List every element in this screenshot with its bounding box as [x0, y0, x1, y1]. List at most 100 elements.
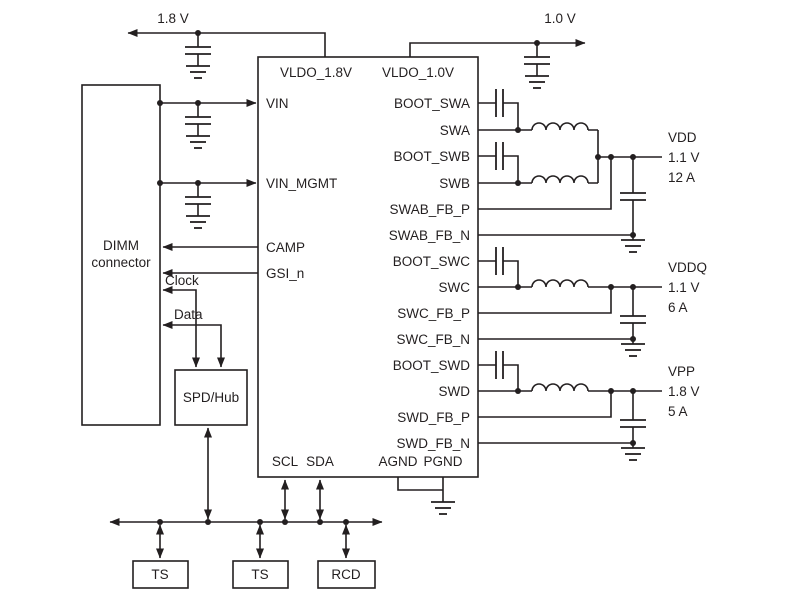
- junction-dot: [630, 232, 636, 238]
- sideband-bus: [109, 479, 383, 559]
- ts2-label: TS: [251, 567, 268, 582]
- pin-boot-swc: BOOT_SWC: [393, 254, 471, 269]
- boot-swa-wire: [478, 102, 519, 130]
- boot-capacitor-icon: [495, 246, 504, 276]
- pin-swd-fb-n: SWD_FB_N: [396, 436, 470, 451]
- pin-swab-fb-p: SWAB_FB_P: [389, 202, 470, 217]
- vpp-voltage: 1.8 V: [668, 384, 700, 399]
- rail-1v8-label: 1.8 V: [157, 11, 189, 26]
- ground-icon: [524, 75, 550, 89]
- inductor-icon: [531, 175, 589, 184]
- boot-swd-wire: [478, 364, 519, 391]
- capacitor-icon: [619, 192, 647, 201]
- junction-dot: [515, 284, 521, 290]
- rail-1v8-wire: [127, 29, 326, 57]
- vpp-name: VPP: [668, 364, 695, 379]
- spd-hub-block: SPD/Hub: [174, 369, 248, 520]
- pin-pgnd: PGND: [423, 454, 462, 469]
- data-wire: Data: [162, 307, 225, 368]
- ground-icon: [620, 239, 646, 253]
- ground-icon: [185, 215, 211, 229]
- ground-icon: [430, 501, 456, 515]
- boot-swc-wire: [478, 260, 519, 287]
- vdd-name: VDD: [668, 130, 697, 145]
- junction-dot: [515, 388, 521, 394]
- pin-swab-fb-n: SWAB_FB_N: [389, 228, 470, 243]
- pin-camp: CAMP: [266, 240, 305, 255]
- clock-label: Clock: [165, 273, 199, 288]
- capacitor-icon: [619, 315, 647, 324]
- pin-swa: SWA: [440, 123, 470, 138]
- rail-1v0-wire: [409, 39, 586, 57]
- boot-capacitor-icon: [495, 88, 504, 118]
- pin-vin: VIN: [266, 96, 289, 111]
- vddq-name: VDDQ: [668, 260, 707, 275]
- spd-outline: [174, 369, 248, 426]
- dimm-outline: [81, 84, 161, 426]
- pin-vldo18: VLDO_1.8V: [280, 65, 352, 80]
- swc-fb-p-wire: [478, 287, 612, 314]
- rail-1v0-label: 1.0 V: [544, 11, 576, 26]
- data-label: Data: [174, 307, 203, 322]
- pin-gsin: GSI_n: [266, 266, 304, 281]
- vin-wire: [157, 99, 257, 149]
- junction-dot: [515, 127, 521, 133]
- ts1-block: TS: [132, 560, 189, 589]
- ground-icon: [185, 65, 211, 79]
- ts2-outline: [232, 560, 289, 589]
- vpp-rail-circuit: VPP 1.8 V 5 A: [478, 350, 700, 461]
- ts1-label: TS: [151, 567, 168, 582]
- pin-swc-fb-n: SWC_FB_N: [396, 332, 470, 347]
- ground-icon: [620, 447, 646, 461]
- pin-swd: SWD: [439, 384, 471, 399]
- pmic-block: VLDO_1.8V VLDO_1.0V VIN VIN_MGMT CAMP GS…: [257, 56, 479, 478]
- inductor-icon: [531, 383, 589, 392]
- ground-icon: [620, 343, 646, 357]
- pin-boot-swa: BOOT_SWA: [394, 96, 470, 111]
- dimm-label-1: DIMM: [103, 238, 139, 253]
- junction-dot: [282, 519, 288, 525]
- junction-dot: [608, 284, 614, 290]
- junction-dot: [630, 440, 636, 446]
- pin-vinmgmt: VIN_MGMT: [266, 176, 337, 191]
- ts2-block: TS: [232, 560, 289, 589]
- junction-dot: [343, 519, 349, 525]
- junction-dot: [317, 519, 323, 525]
- vdd-rail-circuit: VDD 1.1 V 12 A: [478, 88, 700, 253]
- junction-dot: [608, 388, 614, 394]
- rcd-outline: [317, 560, 376, 589]
- junction-dot: [630, 388, 636, 394]
- inductor-icon: [531, 279, 589, 288]
- junction-dot: [630, 336, 636, 342]
- swab-fb-p-wire: [478, 157, 612, 210]
- pin-scl: SCL: [272, 454, 299, 469]
- pin-boot-swb: BOOT_SWB: [393, 149, 470, 164]
- pin-swb: SWB: [439, 176, 470, 191]
- vddq-current: 6 A: [668, 300, 688, 315]
- capacitor-icon: [523, 56, 551, 65]
- capacitor-icon: [184, 46, 212, 55]
- dimm-connector-block: DIMM connector: [81, 84, 161, 426]
- spd-label: SPD/Hub: [183, 390, 239, 405]
- capacitor-icon: [619, 419, 647, 428]
- vpp-current: 5 A: [668, 404, 688, 419]
- ground-icon: [185, 135, 211, 149]
- vddq-voltage: 1.1 V: [668, 280, 700, 295]
- rcd-block: RCD: [317, 560, 376, 589]
- agnd-pgnd-wire: [397, 477, 456, 515]
- pmic-outline: [257, 56, 479, 478]
- junction-dot: [595, 154, 601, 160]
- junction-dot: [157, 100, 163, 106]
- vddq-rail-circuit: VDDQ 1.1 V 6 A: [478, 246, 707, 357]
- pin-swd-fb-p: SWD_FB_P: [397, 410, 470, 425]
- boot-swb-wire: [478, 155, 519, 183]
- vdd-current: 12 A: [668, 170, 695, 185]
- vdd-output-wire: [597, 130, 662, 183]
- pin-agnd: AGND: [378, 454, 417, 469]
- rcd-label: RCD: [331, 567, 360, 582]
- capacitor-icon: [184, 116, 212, 125]
- capacitor-icon: [184, 196, 212, 205]
- junction-dot: [257, 519, 263, 525]
